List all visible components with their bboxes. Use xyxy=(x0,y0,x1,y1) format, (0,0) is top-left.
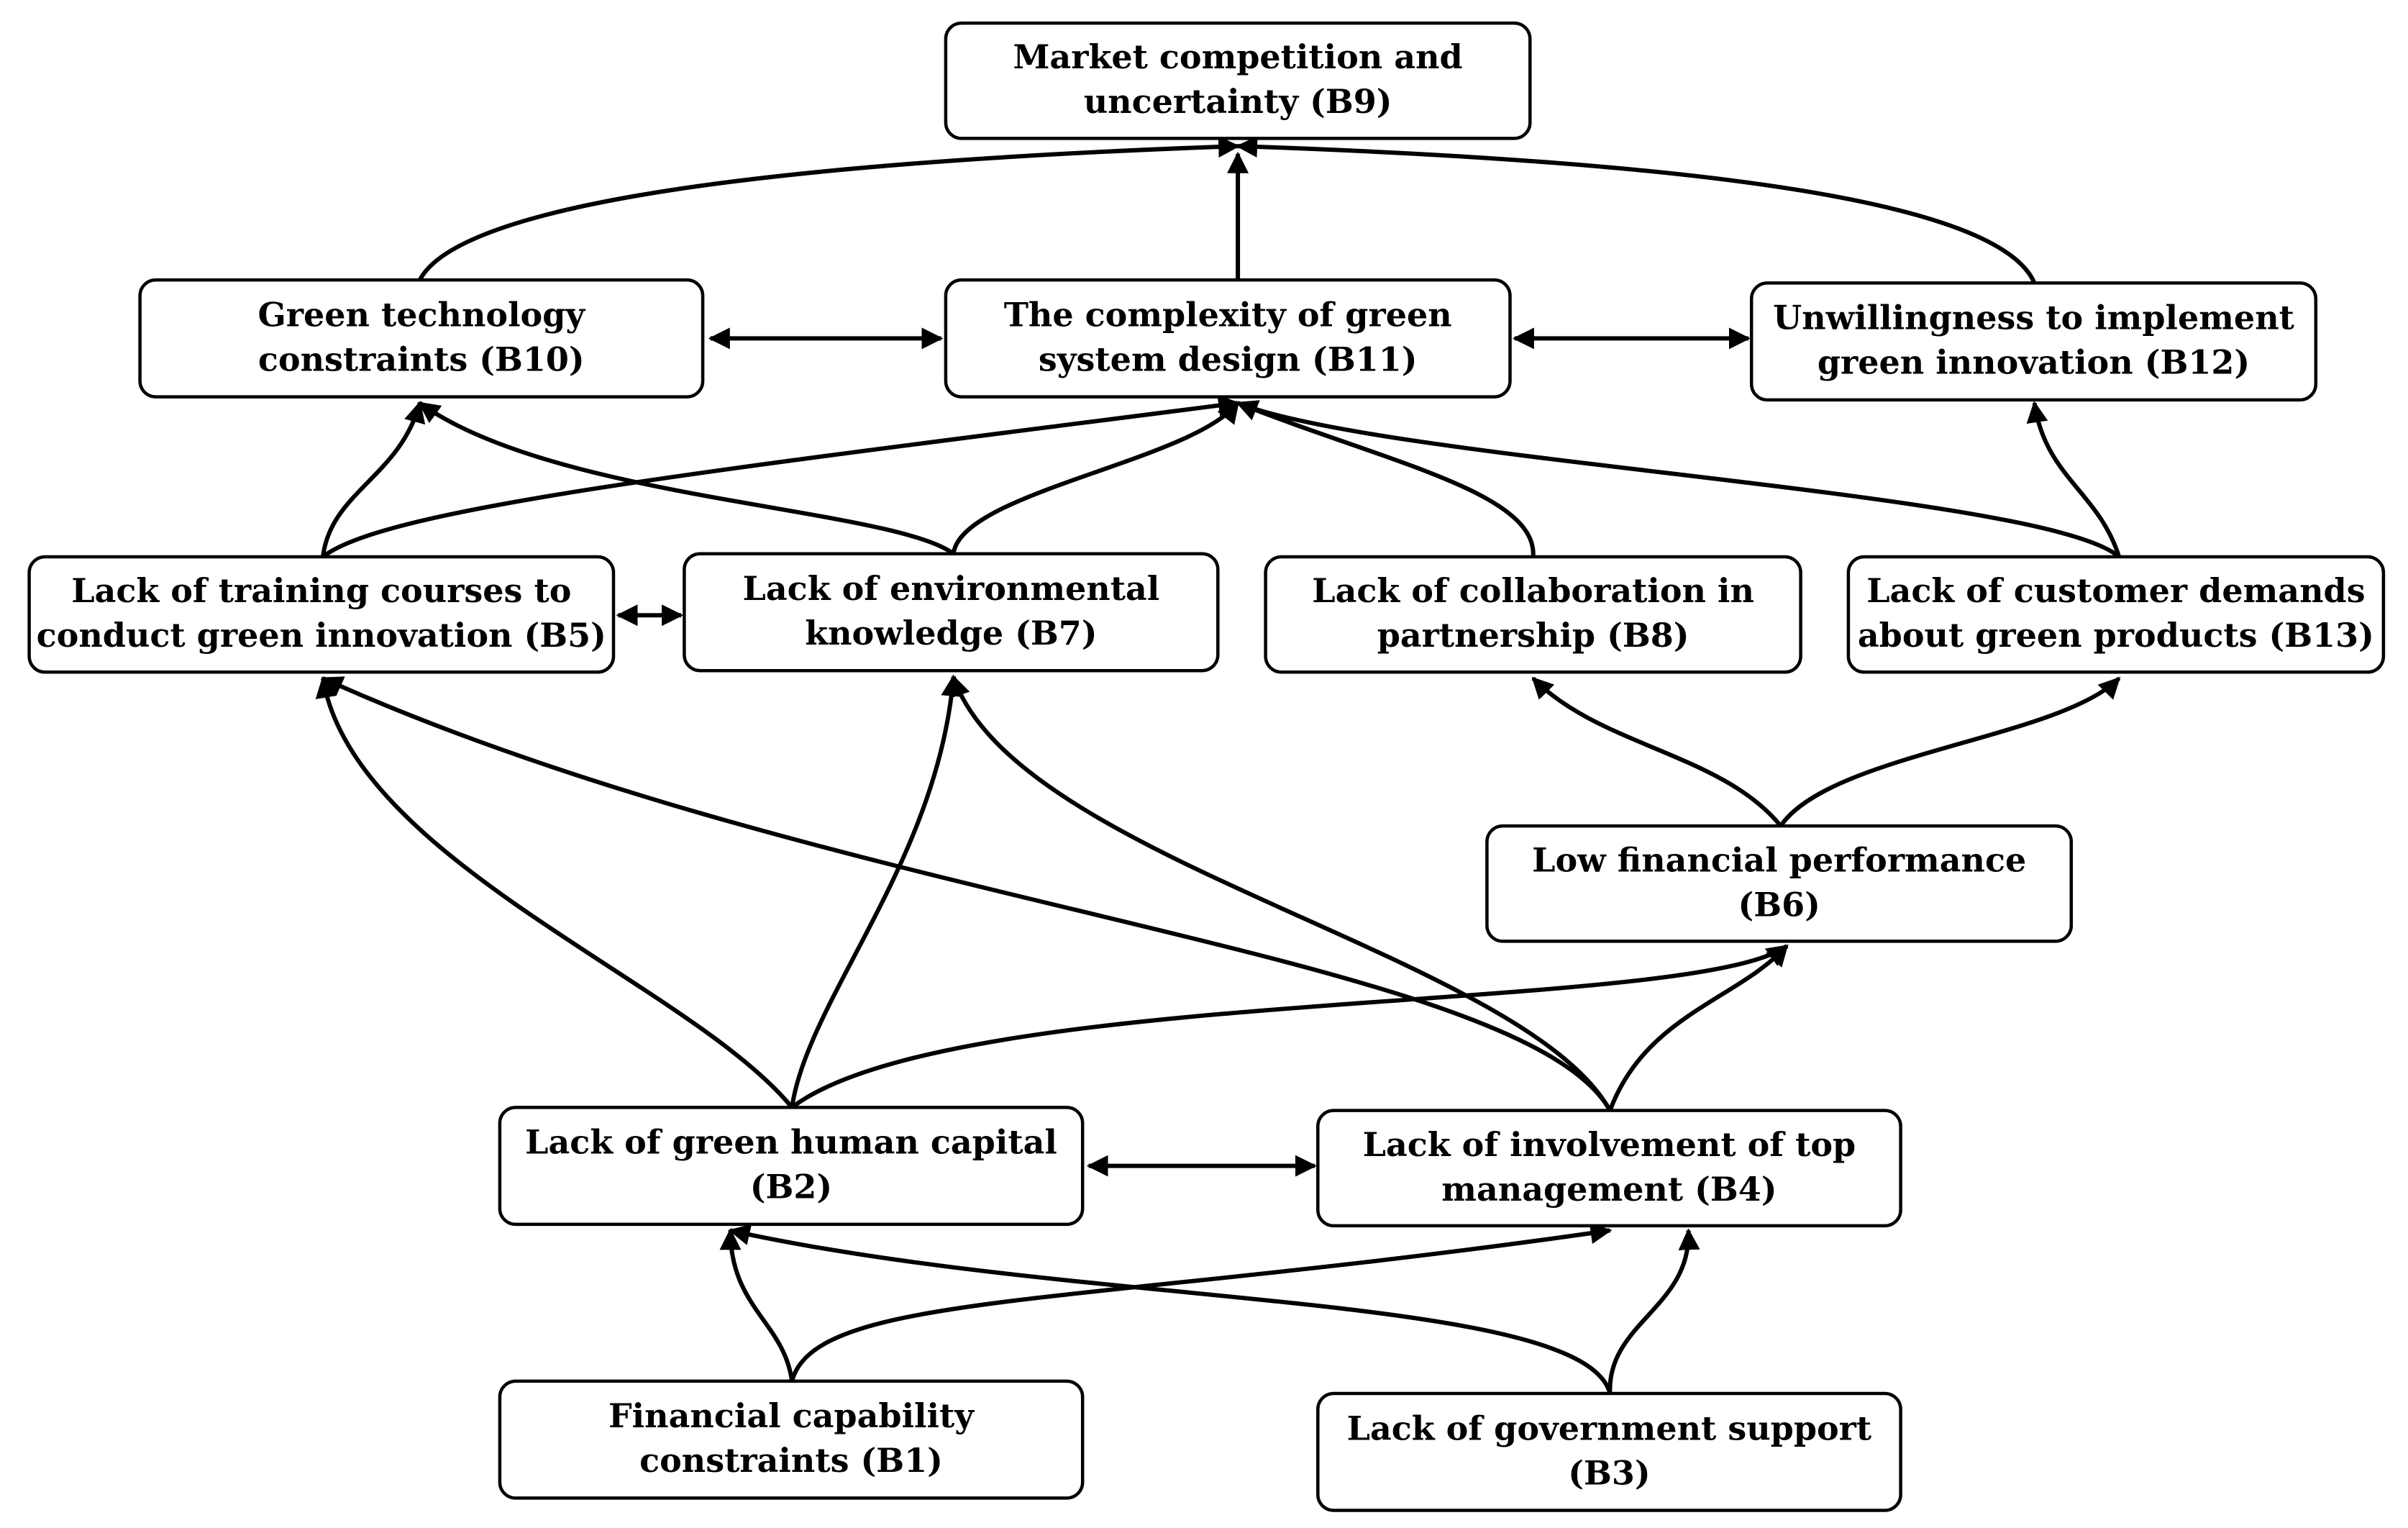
node-box xyxy=(1485,824,2074,943)
node-b3: Lack of government support (B3) xyxy=(1316,1391,1902,1512)
edge-b3-to-b4 xyxy=(1607,1228,1700,1394)
node-b2: Lack of green human capital (B2) xyxy=(498,1106,1085,1227)
node-label-line: system design (B11) xyxy=(1039,340,1418,378)
edge-b4-to-b5 xyxy=(321,676,1613,1112)
edge-b8-to-b11 xyxy=(1236,400,1536,558)
node-label-line: Lack of training courses to xyxy=(71,571,571,610)
node-label-line: management (B4) xyxy=(1441,1170,1777,1209)
edge-b5-to-b11 xyxy=(321,394,1241,559)
edges-layer xyxy=(315,136,2122,1394)
node-box xyxy=(683,552,1220,673)
edge-b7-to-b10 xyxy=(418,401,955,556)
node-box xyxy=(1846,555,2386,674)
node-b1: Financial capability constraints (B1) xyxy=(498,1379,1085,1500)
nodes-layer: Market competition and uncertainty (B9) Gr… xyxy=(27,21,2386,1512)
node-label-line: (B2) xyxy=(750,1168,832,1206)
node-label-line: Unwillingness to implement xyxy=(1773,299,2295,337)
node-b9: Market competition and uncertainty (B9) xyxy=(944,21,1532,140)
node-label-line: The complexity of green xyxy=(1004,295,1452,334)
node-box xyxy=(944,278,1512,399)
node-label-line: Green technology xyxy=(257,295,585,334)
node-label-line: knowledge (B7) xyxy=(805,614,1097,652)
edge-b6-to-b8 xyxy=(1531,676,1783,827)
edge-b4-to-b6 xyxy=(1607,944,1789,1111)
node-box xyxy=(138,278,705,399)
node-box xyxy=(944,21,1532,140)
node-label-line: Market competition and xyxy=(1013,37,1463,76)
node-b11: The complexity of green system design (B1… xyxy=(944,278,1512,399)
node-box xyxy=(27,555,616,674)
edge-b5-to-b10 xyxy=(321,401,426,558)
node-label-line: Financial capability xyxy=(608,1396,975,1435)
node-label-line: constraints (B1) xyxy=(639,1441,943,1480)
node-box xyxy=(1316,1391,1902,1512)
edge-b1-to-b2 xyxy=(719,1228,795,1382)
edge-b12-to-b9 xyxy=(1236,136,2037,284)
edge-b2-to-b7 xyxy=(790,674,963,1108)
node-label-line: Lack of customer demands xyxy=(1866,571,2365,610)
node-label-line: (B6) xyxy=(1738,885,1820,924)
node-label-line: Lack of environmental xyxy=(743,569,1160,608)
edge-b6-to-b13 xyxy=(1779,676,2121,827)
node-label-line: (B3) xyxy=(1568,1453,1650,1492)
node-label-line: conduct green innovation (B5) xyxy=(37,616,606,655)
node-b8: Lack of collaboration in partnership (B8) xyxy=(1264,555,1802,674)
node-box xyxy=(498,1106,1085,1227)
edge-b2-to-b6 xyxy=(790,944,1789,1109)
node-b4: Lack of involvement of top management (B4… xyxy=(1316,1109,1902,1228)
node-label-line: Lack of involvement of top xyxy=(1363,1125,1856,1164)
edge-b2-to-b5 xyxy=(315,676,794,1109)
edge-b10-to-b9 xyxy=(418,136,1241,281)
node-label-line: Low financial performance xyxy=(1532,840,2026,879)
node-b13: Lack of customer demands about green prod… xyxy=(1846,555,2386,674)
node-label-line: about green products (B13) xyxy=(1858,616,2374,655)
node-label-line: uncertainty (B9) xyxy=(1084,82,1392,121)
edge-b4-to-b7 xyxy=(949,674,1613,1112)
node-b7: Lack of environmental knowledge (B7) xyxy=(683,552,1220,673)
node-b6: Low financial performance (B6) xyxy=(1485,824,2074,943)
node-label-line: green innovation (B12) xyxy=(1818,343,2250,382)
node-label-line: Lack of government support xyxy=(1347,1409,1872,1447)
node-b5: Lack of training courses to conduct green… xyxy=(27,555,616,674)
edge-b13-to-b12 xyxy=(2026,401,2122,558)
node-label-line: Lack of collaboration in xyxy=(1312,571,1754,610)
node-box xyxy=(1316,1109,1902,1228)
node-box xyxy=(1749,281,2318,402)
edge-b1-to-b4 xyxy=(790,1222,1613,1382)
edge-b7-to-b11 xyxy=(951,401,1240,555)
node-box xyxy=(498,1379,1085,1500)
node-label-line: partnership (B8) xyxy=(1377,616,1689,655)
node-b10: Green technology constraints (B10) xyxy=(138,278,705,399)
edge-b13-to-b11 xyxy=(1236,400,2121,559)
edge-b3-to-b2 xyxy=(728,1224,1613,1394)
node-box xyxy=(1264,555,1802,674)
node-label-line: Lack of green human capital xyxy=(525,1123,1057,1162)
node-b12: Unwillingness to implement green innovati… xyxy=(1749,281,2318,402)
node-label-line: constraints (B10) xyxy=(258,340,585,378)
